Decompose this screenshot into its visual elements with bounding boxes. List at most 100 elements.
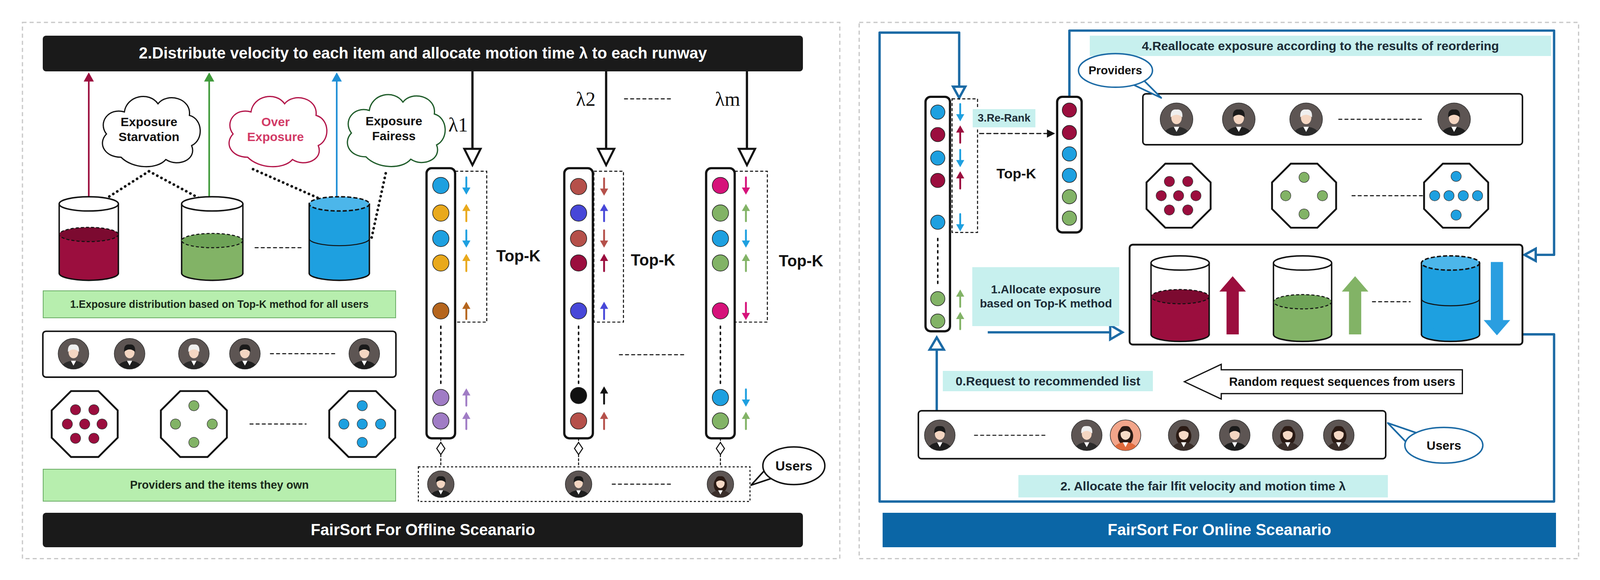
item-dot	[188, 401, 200, 412]
move-arrow-head	[956, 224, 965, 232]
avatar	[1225, 109, 1252, 145]
block-arrow-label: Random request sequences from users	[1181, 364, 1466, 400]
dotted-link	[104, 171, 150, 201]
velocity-arrow	[88, 79, 90, 196]
node-text: 1.Allocate exposure based on Top-K metho…	[977, 282, 1115, 311]
provider-octagon	[1146, 163, 1211, 228]
block-arrow	[1341, 276, 1369, 335]
users-group	[418, 467, 751, 502]
avatar-shirt	[361, 361, 367, 367]
exposure-box	[1129, 244, 1523, 345]
avatar-body	[352, 361, 377, 377]
move-arrow-head	[741, 203, 751, 211]
cylinder-liquid	[1421, 327, 1480, 342]
velocity-arrow	[208, 79, 211, 196]
item-dot	[930, 291, 945, 306]
cloud-callout: Exposure Fairess	[337, 85, 451, 172]
move-arrow-head	[599, 240, 609, 248]
item-dot	[207, 419, 218, 430]
item-dot	[432, 254, 449, 272]
move-arrow-head	[741, 399, 751, 407]
move-arrow-head	[462, 388, 471, 396]
item-dot	[1062, 189, 1077, 204]
avatar	[709, 476, 732, 505]
item-dot	[88, 404, 100, 416]
node-text: Providers and the items they own	[129, 478, 309, 492]
arrow-head	[1110, 325, 1123, 340]
item-dot	[712, 230, 729, 247]
item-dot	[1190, 190, 1202, 201]
list-ellipsis	[577, 326, 580, 384]
item-dot	[930, 173, 945, 188]
avatar	[1171, 426, 1197, 459]
topk-label: Top-K	[996, 165, 1037, 182]
ellipsis-dashes	[1352, 195, 1424, 197]
item-dot	[357, 401, 368, 412]
cylinder-base	[309, 273, 370, 281]
cloud-shape	[347, 94, 446, 167]
avatar-shirt	[70, 361, 77, 367]
avatar-shirt	[1285, 442, 1291, 448]
cylinder-top	[1273, 256, 1332, 271]
node-text: 4.Reallocate exposure according to the r…	[1141, 38, 1499, 54]
avatar-hair	[124, 344, 136, 353]
arrow-head	[1047, 129, 1056, 138]
item-dot	[570, 413, 587, 430]
provider-octagon	[1272, 163, 1336, 228]
item-dot	[1458, 190, 1469, 201]
cylinder-liquid	[1273, 327, 1332, 342]
item-dot	[432, 413, 449, 430]
item-dot	[930, 314, 945, 329]
move-arrow-head	[599, 412, 609, 420]
arrow-shape	[1184, 364, 1463, 400]
avatar-ring	[707, 471, 734, 498]
legend-band: Providers and the items they own	[42, 469, 396, 502]
avatar-hair	[573, 476, 584, 483]
cylinder-liquid	[309, 266, 370, 281]
avatar-ring	[1222, 102, 1256, 136]
avatar-ring	[58, 338, 89, 370]
move-arrow-head	[741, 412, 751, 420]
avatar-ring	[1110, 420, 1141, 451]
avatar-shirt	[1235, 127, 1242, 133]
arrow-head	[204, 72, 215, 82]
move-arrow-head	[462, 254, 471, 262]
list-ellipsis	[719, 326, 722, 384]
avatar-hair	[715, 476, 726, 483]
cylinder-base	[59, 273, 119, 281]
topk-label: Top-K	[778, 251, 824, 270]
cylinder-surface	[1273, 294, 1332, 309]
cloud-outline	[337, 85, 451, 172]
move-arrow-head	[462, 203, 471, 211]
provider-octagon	[51, 391, 118, 458]
avatar-hair	[1300, 109, 1313, 118]
list-ellipsis	[937, 238, 939, 286]
move-arrow-head	[956, 289, 965, 297]
topk-bracket	[734, 171, 768, 323]
arrow-head	[953, 86, 966, 98]
lambda-label: λ2	[575, 87, 596, 111]
item-dot	[188, 437, 200, 448]
item-dot	[1062, 211, 1077, 226]
move-arrow-head	[956, 125, 965, 133]
item-dot	[432, 205, 449, 222]
avatar-ring	[1289, 102, 1323, 136]
item-dot	[1062, 125, 1077, 140]
provider-octagon	[1423, 163, 1488, 228]
node-text: 1.Exposure distribution based on Top-K m…	[70, 298, 369, 311]
topk-label: Top-K	[631, 251, 676, 270]
node-text: Users	[775, 458, 813, 475]
item-dot	[570, 303, 587, 320]
avatar-hair	[239, 344, 251, 353]
item-dot	[1062, 102, 1077, 118]
item-dot	[1450, 210, 1462, 221]
item-dot	[570, 205, 587, 222]
allocate-arrow	[987, 331, 1111, 334]
provider-octagon	[161, 391, 228, 458]
avatar-hair	[188, 344, 200, 353]
avatar-body	[1326, 442, 1351, 459]
avatar-body	[117, 361, 142, 377]
panel-frame	[859, 22, 1579, 559]
node-text: Over Exposure	[234, 114, 318, 145]
avatar-hair	[1281, 426, 1294, 434]
